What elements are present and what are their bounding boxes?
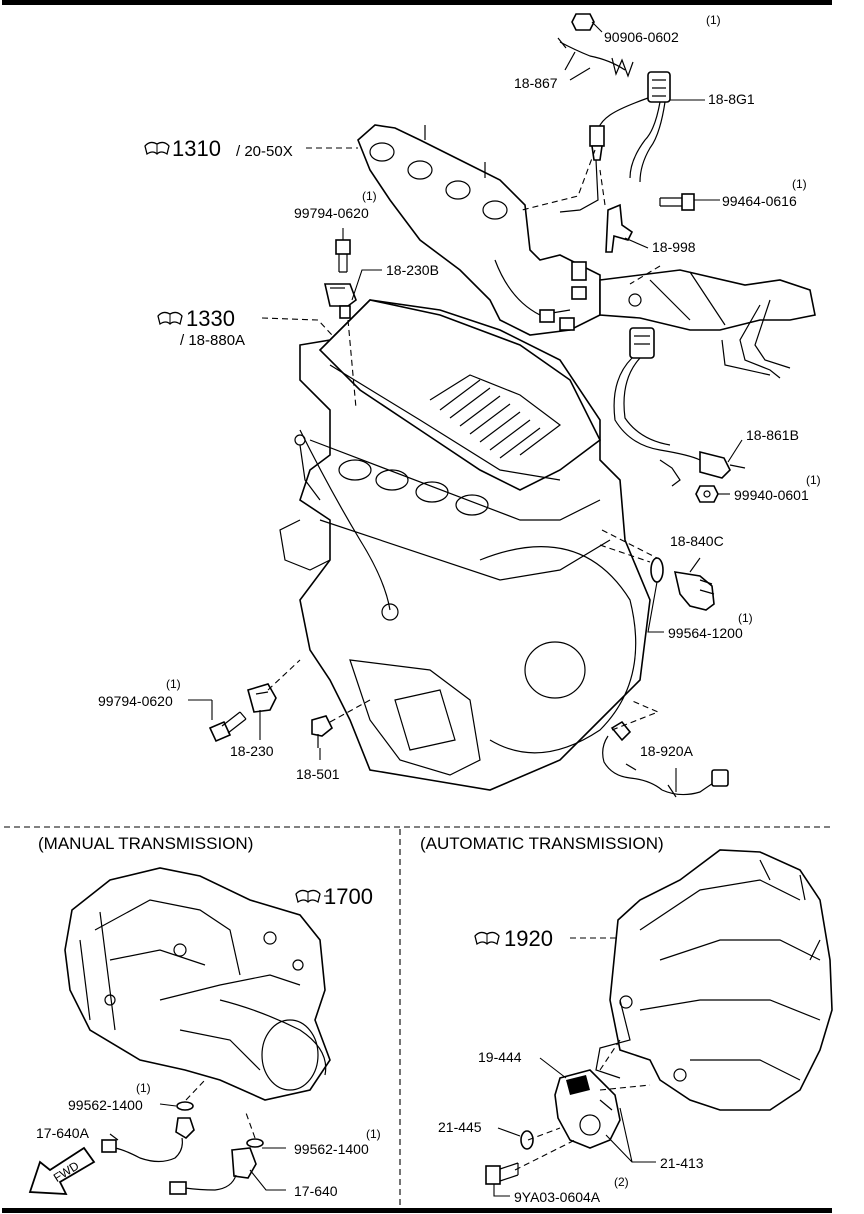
- label-99794-0620-upper: 99794-0620: [294, 205, 369, 221]
- label-21-413: 21-413: [660, 1155, 704, 1171]
- washer-99562-upper: [176, 1101, 194, 1111]
- sensor-18-861B: [613, 327, 746, 487]
- bracket-18-998: [605, 203, 634, 253]
- top-border: [2, 0, 832, 5]
- label-21-445: 21-445: [438, 1119, 482, 1135]
- sensor-18-230: [247, 683, 277, 713]
- manual-transmission: [64, 867, 331, 1101]
- label-99464-0616: 99464-0616: [722, 193, 797, 209]
- seal-21-445: [520, 1130, 534, 1150]
- label-18-230: 18-230: [230, 743, 274, 759]
- qty-99562-upper: (1): [136, 1081, 151, 1095]
- bottom-border: [2, 1208, 832, 1213]
- sensor-18-230B: [323, 283, 357, 319]
- sensor-18-867: [557, 37, 634, 78]
- bolt-99794-lower: [208, 711, 247, 743]
- ref-1920: 1920: [504, 926, 553, 951]
- qty-21-413: (2): [614, 1175, 629, 1189]
- ref-1330: 1330: [186, 306, 235, 331]
- sensor-18-8G1: [559, 71, 671, 213]
- qty-99794-upper: (1): [362, 189, 377, 203]
- label-17-640A: 17-640A: [36, 1125, 90, 1141]
- fwd-arrow-icon: [28, 1146, 96, 1195]
- ref-1310-sub: / 20-50X: [236, 143, 293, 160]
- label-17-640: 17-640: [294, 1183, 338, 1199]
- engine-assembly: [279, 299, 651, 791]
- qty-99940: (1): [806, 473, 821, 487]
- bolt-99794-upper: [335, 239, 351, 273]
- exhaust-manifold: [357, 124, 816, 379]
- book-icon-1310: [144, 141, 170, 155]
- ref-1700: 1700: [324, 884, 373, 909]
- switch-19-444: [554, 1069, 621, 1149]
- bolt-99464: [659, 193, 695, 211]
- label-90906-0602: 90906-0602: [604, 29, 679, 45]
- ref-1330-sub: / 18-880A: [180, 332, 245, 349]
- label-18-861B: 18-861B: [746, 427, 799, 443]
- book-icon-1920: [474, 931, 500, 945]
- sensor-18-920A: [602, 720, 729, 798]
- label-18-920A: 18-920A: [640, 743, 694, 759]
- book-icon-1330: [157, 311, 183, 325]
- label-99940-0601: 99940-0601: [734, 487, 809, 503]
- label-99564-1200: 99564-1200: [668, 625, 743, 641]
- sensor-18-501: [311, 715, 334, 748]
- bolt-9YA03: [485, 1162, 519, 1185]
- label-18-501: 18-501: [296, 766, 340, 782]
- qty-99464: (1): [792, 177, 807, 191]
- nut-90906: [571, 13, 595, 31]
- automatic-transmission: [595, 849, 833, 1111]
- book-icon-1700: [295, 889, 321, 903]
- label-19-444: 19-444: [478, 1049, 522, 1065]
- qty-90906: (1): [706, 13, 721, 27]
- ref-1310: 1310: [172, 136, 221, 161]
- label-18-8G1: 18-8G1: [708, 91, 755, 107]
- label-9YA03-0604A: 9YA03-0604A: [514, 1189, 601, 1205]
- label-18-840C: 18-840C: [670, 533, 724, 549]
- label-99794-0620-lower: 99794-0620: [98, 693, 173, 709]
- sensor-17-640A: [101, 1117, 195, 1163]
- section-automatic-title: (AUTOMATIC TRANSMISSION): [420, 834, 664, 853]
- qty-99794-lower: (1): [166, 677, 181, 691]
- label-18-867: 18-867: [514, 75, 558, 91]
- section-manual-title: (MANUAL TRANSMISSION): [38, 834, 253, 853]
- engine-leader-lines: [188, 21, 743, 792]
- sensor-17-640: [169, 1147, 257, 1195]
- automatic-leader-lines: [493, 937, 656, 1197]
- qty-99562-lower: (1): [366, 1127, 381, 1141]
- gasket-99564: [650, 557, 664, 583]
- qty-99564: (1): [738, 611, 753, 625]
- sensor-18-840C: [673, 571, 715, 611]
- label-99562-1400-lower: 99562-1400: [294, 1141, 369, 1157]
- nut-99940: [695, 485, 719, 503]
- washer-99562-lower: [246, 1138, 264, 1148]
- label-18-230B: 18-230B: [386, 262, 439, 278]
- label-18-998: 18-998: [652, 239, 696, 255]
- label-99562-1400-upper: 99562-1400: [68, 1097, 143, 1113]
